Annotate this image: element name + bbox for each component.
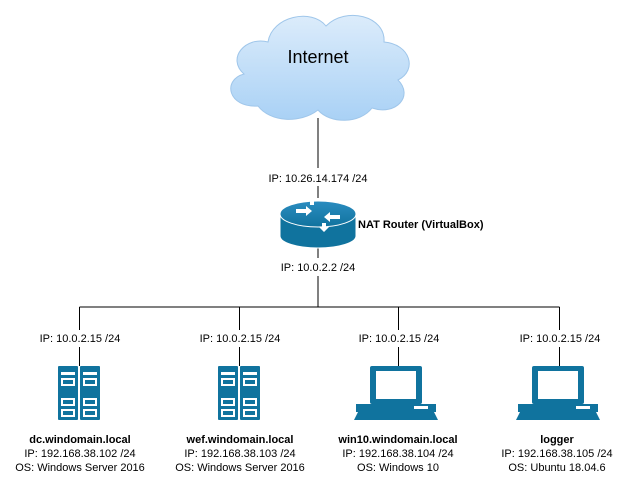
- network-links: [79, 118, 560, 366]
- host-ip: IP: 192.168.38.103 /24: [184, 448, 296, 460]
- workstation-icon-logger: [516, 366, 600, 420]
- host-ip: IP: 192.168.38.102 /24: [24, 448, 136, 460]
- host-nat-ip-logger: IP: 10.0.2.15 /24: [519, 333, 601, 345]
- host-nat-ip-dc: IP: 10.0.2.15 /24: [39, 333, 121, 345]
- host-name: wef.windomain.local: [186, 434, 294, 446]
- router-wan-ip: IP: 10.26.14.174 /24: [268, 173, 368, 185]
- router-lan-ip: IP: 10.0.2.2 /24: [280, 262, 356, 274]
- host-caption-dc: dc.windomain.local IP: 192.168.38.102 /2…: [0, 433, 160, 475]
- server-icon-wef: [218, 366, 260, 420]
- host-os: OS: Windows Server 2016: [175, 462, 305, 474]
- server-icon-dc: [58, 366, 100, 420]
- host-ip: IP: 192.168.38.104 /24: [342, 448, 454, 460]
- internet-cloud-icon: [230, 15, 410, 121]
- host-os: OS: Ubuntu 18.04.6: [508, 462, 606, 474]
- host-name: logger: [540, 434, 574, 446]
- host-nat-ip-wef: IP: 10.0.2.15 /24: [199, 333, 281, 345]
- host-caption-win10: win10.windomain.local IP: 192.168.38.104…: [318, 433, 478, 475]
- host-ip: IP: 192.168.38.105 /24: [501, 448, 613, 460]
- host-name: win10.windomain.local: [338, 434, 458, 446]
- router-icon: [279, 196, 357, 249]
- host-os: OS: Windows Server 2016: [15, 462, 145, 474]
- host-os: OS: Windows 10: [357, 462, 439, 474]
- internet-label: Internet: [287, 47, 349, 67]
- host-nat-ip-win10: IP: 10.0.2.15 /24: [358, 333, 440, 345]
- workstation-icon-win10: [354, 366, 438, 420]
- host-caption-wef: wef.windomain.local IP: 192.168.38.103 /…: [160, 433, 320, 475]
- host-caption-logger: logger IP: 192.168.38.105 /24 OS: Ubuntu…: [477, 433, 629, 475]
- host-name: dc.windomain.local: [29, 434, 131, 446]
- router-label: NAT Router (VirtualBox): [358, 219, 484, 231]
